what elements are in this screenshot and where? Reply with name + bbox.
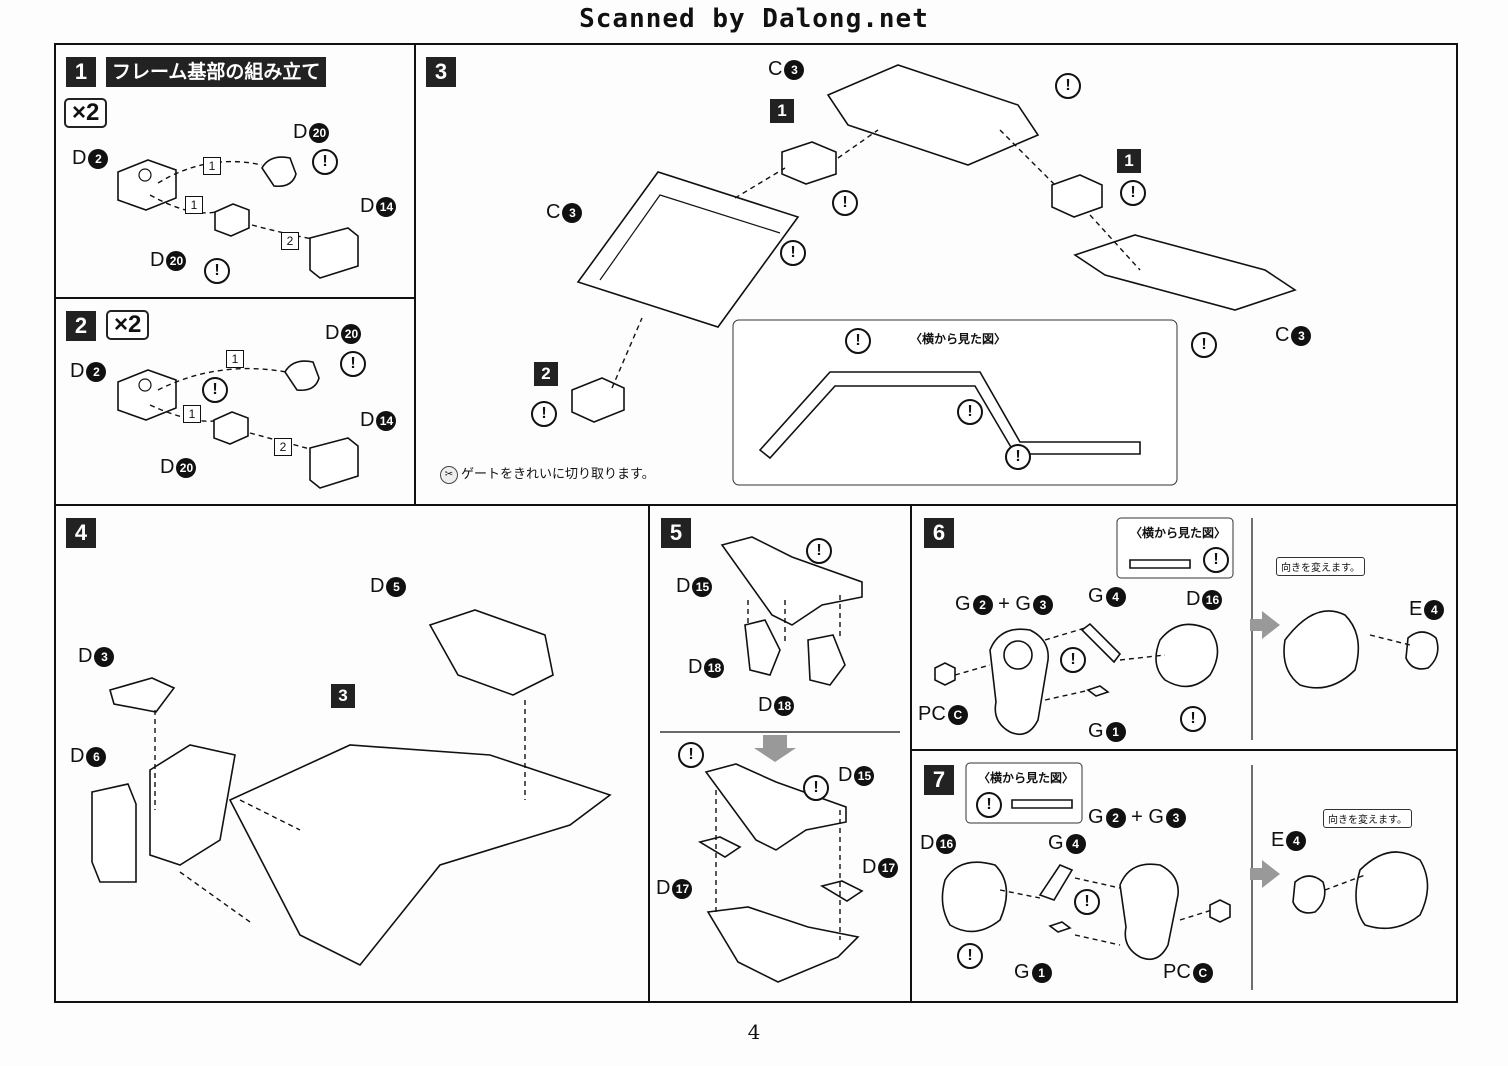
step3-number: 3	[426, 57, 456, 87]
caution-icon: !	[1180, 706, 1206, 732]
step4-parts	[91, 609, 612, 967]
scanner-watermark: Scanned by Dalong.net	[579, 4, 929, 34]
caution-icon: !	[832, 190, 858, 216]
step3-parts	[571, 64, 1297, 486]
nipper-icon: ✂	[440, 465, 458, 484]
gate-note: ✂ゲートをきれいに切り取ります。	[440, 463, 655, 484]
caution-icon: !	[531, 401, 557, 427]
caution-icon: !	[1120, 180, 1146, 206]
caution-icon: !	[202, 377, 228, 403]
step2-parts	[117, 360, 359, 489]
turn-around-note: 向きを変えます。	[1323, 809, 1412, 828]
caution-icon: !	[1203, 547, 1229, 573]
page-frame	[54, 43, 1458, 1003]
next-arrow-icon	[1250, 860, 1280, 888]
step5-parts	[697, 536, 864, 983]
step4-number: 4	[66, 518, 96, 548]
step1-number: 1	[66, 57, 96, 87]
step-reference: 1	[770, 99, 794, 123]
caution-icon: !	[976, 792, 1002, 818]
caution-icon: !	[1005, 444, 1031, 470]
page-number: 4	[747, 1020, 761, 1044]
turn-around-note: 向きを変えます。	[1276, 557, 1365, 576]
order-number: 2	[274, 438, 292, 456]
step7-number: 7	[924, 765, 954, 795]
step1-parts	[117, 156, 359, 279]
caution-icon: !	[1060, 647, 1086, 673]
caution-icon: !	[1074, 889, 1100, 915]
order-number: 2	[281, 232, 299, 250]
step6-number: 6	[924, 518, 954, 548]
caution-icon: !	[803, 775, 829, 801]
step2-multiplier: ×2	[106, 310, 150, 340]
order-number: 1	[183, 405, 201, 423]
step-reference: 1	[1117, 149, 1141, 173]
side-view-caption: 〈横から見た図〉	[1130, 526, 1227, 540]
step1-title: フレーム基部の組み立て	[106, 57, 327, 87]
order-number: 1	[226, 350, 244, 368]
caution-icon: !	[957, 399, 983, 425]
step6-parts	[934, 517, 1439, 736]
step1-multiplier: ×2	[64, 98, 108, 128]
order-number: 1	[203, 157, 221, 175]
step7-parts	[941, 762, 1429, 961]
caution-icon: !	[957, 943, 983, 969]
side-view-caption: 〈横から見た図〉	[978, 771, 1075, 785]
order-number: 1	[185, 196, 203, 214]
caution-icon: !	[204, 258, 230, 284]
caution-icon: !	[678, 742, 704, 768]
next-arrow-icon	[1250, 611, 1280, 639]
caution-icon: !	[340, 351, 366, 377]
step-reference: 3	[331, 684, 355, 708]
step2-number: 2	[66, 311, 96, 341]
step5-number: 5	[661, 518, 691, 548]
step-reference: 2	[534, 362, 558, 386]
caution-icon: !	[1191, 332, 1217, 358]
caution-icon: !	[845, 328, 871, 354]
caution-icon: !	[1055, 73, 1081, 99]
caution-icon: !	[806, 538, 832, 564]
caution-icon: !	[780, 240, 806, 266]
caution-icon: !	[312, 149, 338, 175]
side-view-caption: 〈横から見た図〉	[910, 332, 1007, 346]
